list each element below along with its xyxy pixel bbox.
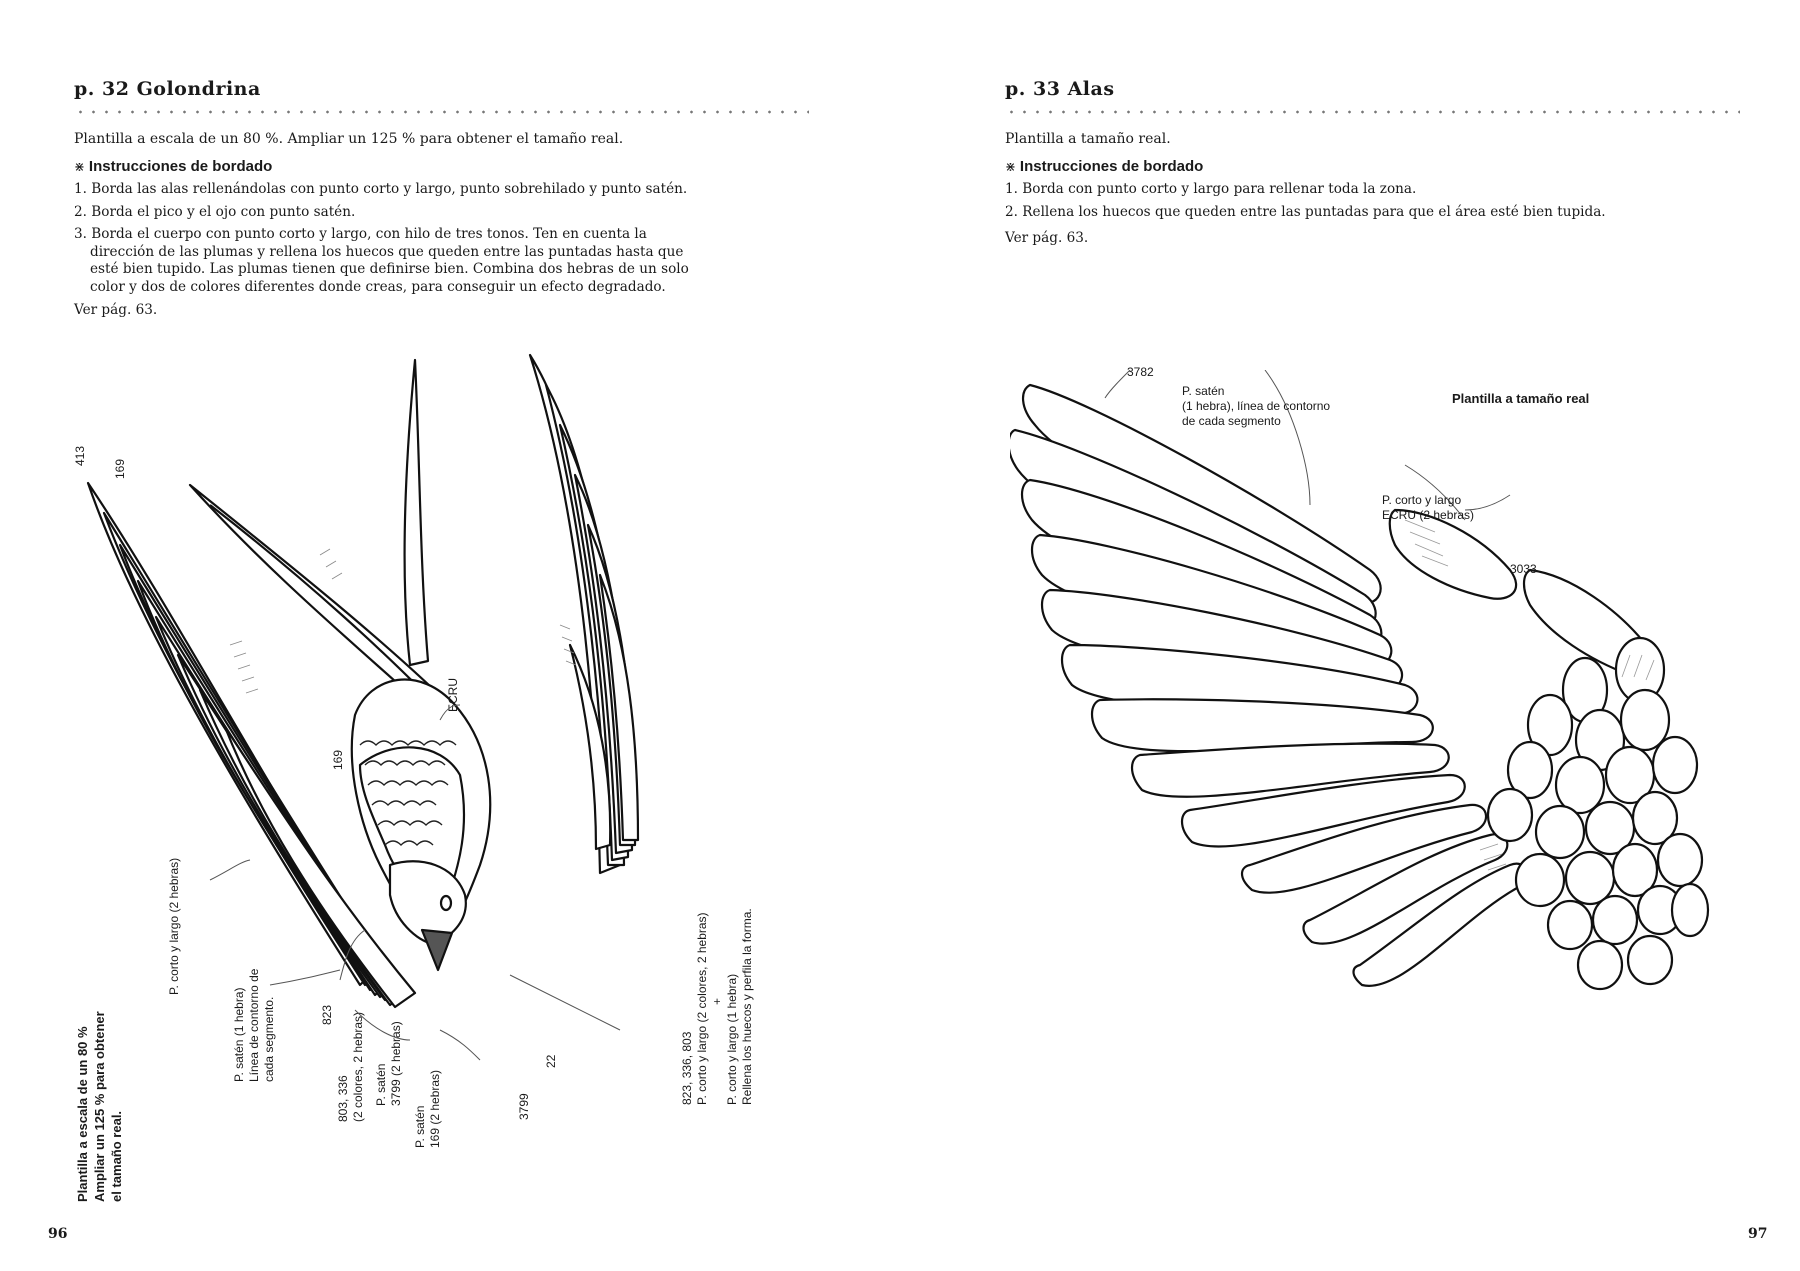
instructions-heading: ⋇Instrucciones de bordado [1005,158,1203,175]
asterisk-box-icon: ⋇ [74,160,85,175]
label-3033: 3033 [1510,562,1537,576]
right-wing [528,353,640,875]
left-page: p. 32 Golondrina Plantilla a escala de u… [48,78,809,1242]
instruction-list: 1. Borda con punto corto y largo para re… [1005,181,1645,226]
swallow-head [388,860,467,947]
list-item: 2. Borda el pico y el ojo con punto saté… [74,203,356,220]
primary-feathers [1010,383,1529,987]
wing-illustration [1010,370,1710,991]
page-title: p. 32 Golondrina [74,78,261,100]
list-item: 3. Borda el cuerpo con punto corto y lar… [74,226,689,295]
instruction-list: 1. Borda las alas rellenándolas con punt… [74,181,704,301]
list-item: 1. Borda las alas rellenándolas con punt… [74,181,688,197]
left-wing [86,481,417,1009]
swallow-eye [439,894,453,912]
asterisk-box-icon: ⋇ [1005,160,1016,175]
see-page-ref: Ver pág. 63. [74,302,158,318]
page-number: 96 [48,1226,68,1242]
right-page: p. 33 Alas Plantilla a tamaño real. ⋇Ins… [900,0,1800,1271]
see-page-ref: Ver pág. 63. [1005,230,1089,246]
hatching [1404,519,1655,871]
intro-text: Plantilla a escala de un 80 %. Ampliar u… [74,131,624,147]
swallow-beak [420,928,454,972]
page-title: p. 33 Alas [1005,78,1115,100]
label-real-size: Plantilla a tamaño real [1452,391,1590,406]
scalloped-coverts [1486,636,1710,991]
page-number: 97 [1748,1226,1768,1242]
instructions-heading-text: Instrucciones de bordado [88,158,273,175]
dotted-divider [74,110,809,114]
intro-text: Plantilla a tamaño real. [1005,131,1171,147]
dotted-divider [1005,110,1740,114]
wing-leader-lines [1104,370,1511,521]
leader-lines [209,704,621,1061]
instructions-heading: ⋇Instrucciones de bordado [74,158,272,175]
right-tail [403,358,430,667]
swallow-illustration [86,353,640,1009]
list-item: 2. Rellena los huecos que queden entre l… [1005,203,1606,220]
list-item: 1. Borda con punto corto y largo para re… [1005,181,1417,197]
instructions-heading-text: Instrucciones de bordado [1019,158,1204,175]
label-3782: 3782 [1127,365,1154,379]
covert-feathers [1388,508,1658,679]
